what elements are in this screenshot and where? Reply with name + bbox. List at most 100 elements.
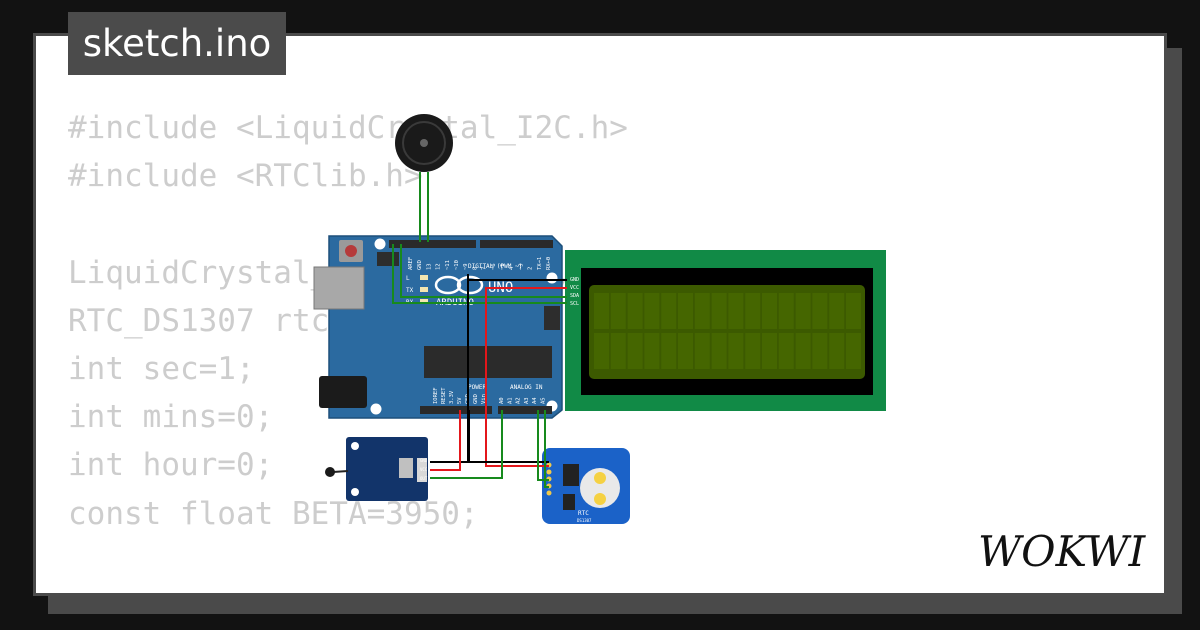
- digital-pin-label: ~5: [500, 263, 506, 270]
- analog-pin-label: A5: [541, 397, 547, 404]
- lcd-char-cell: [778, 293, 794, 329]
- lcd-pin-labels: GND VCC SDA SCL: [570, 277, 579, 307]
- lcd-char-cell: [661, 293, 677, 329]
- ntc-temperature-sensor[interactable]: GND VCC OUT: [325, 437, 428, 501]
- wokwi-logo[interactable]: WOKWI: [978, 528, 1150, 574]
- lcd-char-cell: [795, 293, 811, 329]
- lcd-char-cell: [678, 293, 693, 329]
- digital-pin-label: RX←0: [546, 257, 552, 270]
- sensor-pin-label: OUT: [420, 476, 428, 481]
- lcd-char-cell: [812, 293, 828, 329]
- status-led: [420, 299, 428, 304]
- led-label: L: [406, 275, 410, 282]
- lcd-char-cell: [762, 293, 777, 329]
- svg-text:WOKWI: WOKWI: [978, 528, 1147, 574]
- digital-pin-label: 7: [482, 267, 488, 270]
- lcd-character-grid: [594, 293, 861, 369]
- digital-pin-label: 8: [472, 267, 478, 270]
- arduino-uno-board[interactable]: UNO ARDUINO DIGITAL (PWM ~) ANALOG IN PO…: [313, 235, 563, 419]
- analog-pin-label: A4: [532, 397, 538, 404]
- digital-pins-label: DIGITAL (PWM ~): [468, 263, 522, 270]
- lcd-char-cell: [711, 333, 727, 369]
- lcd-char-cell: [594, 333, 609, 369]
- digital-pin-label: ~10: [454, 260, 460, 270]
- digital-pin-label: ~11: [445, 260, 451, 270]
- digital-pin-label: ~9: [463, 263, 469, 270]
- sensor-pin-label: VCC: [420, 467, 428, 472]
- code-line: int sec=1;: [68, 350, 255, 387]
- status-led: [420, 287, 428, 292]
- digital-pin-label: 12: [436, 263, 442, 270]
- lcd-char-cell: [728, 333, 744, 369]
- lcd-char-cell: [795, 333, 811, 369]
- lcd-char-cell: [694, 293, 710, 329]
- rtc-ds1307-module[interactable]: RTC DS1307: [542, 448, 630, 524]
- lcd-pin-label: SDA: [570, 293, 579, 299]
- power-pin-label: IOREF: [433, 387, 439, 404]
- status-led: [420, 275, 428, 280]
- code-line: int mins=0;: [68, 399, 274, 436]
- lcd-char-cell: [627, 293, 643, 329]
- sensor-pin-labels: GND VCC OUT: [420, 458, 428, 481]
- lcd-char-cell: [745, 333, 761, 369]
- digital-pin-label: TX→1: [537, 257, 543, 270]
- piezo-buzzer[interactable]: [395, 114, 453, 172]
- lcd-char-cell: [762, 333, 777, 369]
- rtc-gnd-wire: [468, 410, 549, 463]
- code-line: int hour=0;: [68, 447, 274, 484]
- lcd-char-cell: [846, 333, 861, 369]
- lcd-char-cell: [778, 333, 794, 369]
- digital-pin-label: ~3: [518, 263, 524, 270]
- sensor-pin-label: GND: [420, 458, 428, 463]
- lcd-char-cell: [610, 293, 626, 329]
- digital-pin-label: AREF: [408, 257, 414, 270]
- code-line: void setup(){: [68, 586, 721, 593]
- lcd-char-cell: [627, 333, 643, 369]
- lcd-char-cell: [678, 333, 693, 369]
- lcd-char-cell: [661, 333, 677, 369]
- lcd-char-cell: [829, 293, 845, 329]
- file-name-tab[interactable]: sketch.ino: [68, 12, 286, 75]
- rtc-model: DS1307: [577, 518, 592, 523]
- lcd-pin-label: VCC: [570, 285, 579, 291]
- analog-pins-label: ANALOG IN: [510, 384, 543, 391]
- wires: [392, 172, 567, 488]
- digital-pin-label: GND: [417, 260, 423, 270]
- analog-pin-label: A1: [507, 397, 513, 404]
- power-pin-label: RESET: [441, 387, 447, 404]
- power-pin-label: 3.3V: [449, 390, 455, 404]
- lcd-char-cell: [812, 333, 828, 369]
- lcd-char-cell: [728, 293, 744, 329]
- lcd-char-cell: [610, 333, 626, 369]
- power-pin-label: Vin: [481, 394, 487, 404]
- lcd-scl-wire: [392, 244, 567, 304]
- lcd-vcc-wire: [485, 287, 567, 410]
- lcd-pin-label: GND: [570, 277, 579, 283]
- led-label: TX: [406, 287, 414, 294]
- code-line: const float BETA=3950;: [68, 495, 479, 532]
- code-line: #include <RTClib.h>: [68, 158, 423, 195]
- lcd-char-cell: [694, 333, 710, 369]
- power-pin-label: GND: [473, 394, 479, 404]
- rtc-vcc-wire: [485, 410, 549, 467]
- lcd-pin-label: SCL: [570, 301, 579, 307]
- power-pins-label: POWER: [468, 384, 486, 391]
- power-pin-label: 5V: [457, 397, 463, 404]
- lcd-1602-module[interactable]: GND VCC SDA SCL: [565, 250, 886, 411]
- lcd-char-cell: [594, 293, 609, 329]
- digital-pin-label: ~6: [491, 263, 497, 270]
- rtc-scl-wire: [544, 410, 549, 488]
- digital-pin-label: 4: [509, 266, 515, 270]
- sensor-out-wire: [430, 410, 503, 479]
- rtc-label: RTC: [578, 510, 589, 517]
- digital-pin-label: 13: [426, 263, 432, 270]
- lcd-char-cell: [644, 293, 660, 329]
- lcd-char-cell: [745, 293, 761, 329]
- sensor-vcc-wire: [430, 410, 461, 471]
- analog-pin-label: A2: [516, 397, 522, 404]
- analog-pin-label: A0: [499, 397, 505, 404]
- lcd-sda-wire: [400, 244, 567, 298]
